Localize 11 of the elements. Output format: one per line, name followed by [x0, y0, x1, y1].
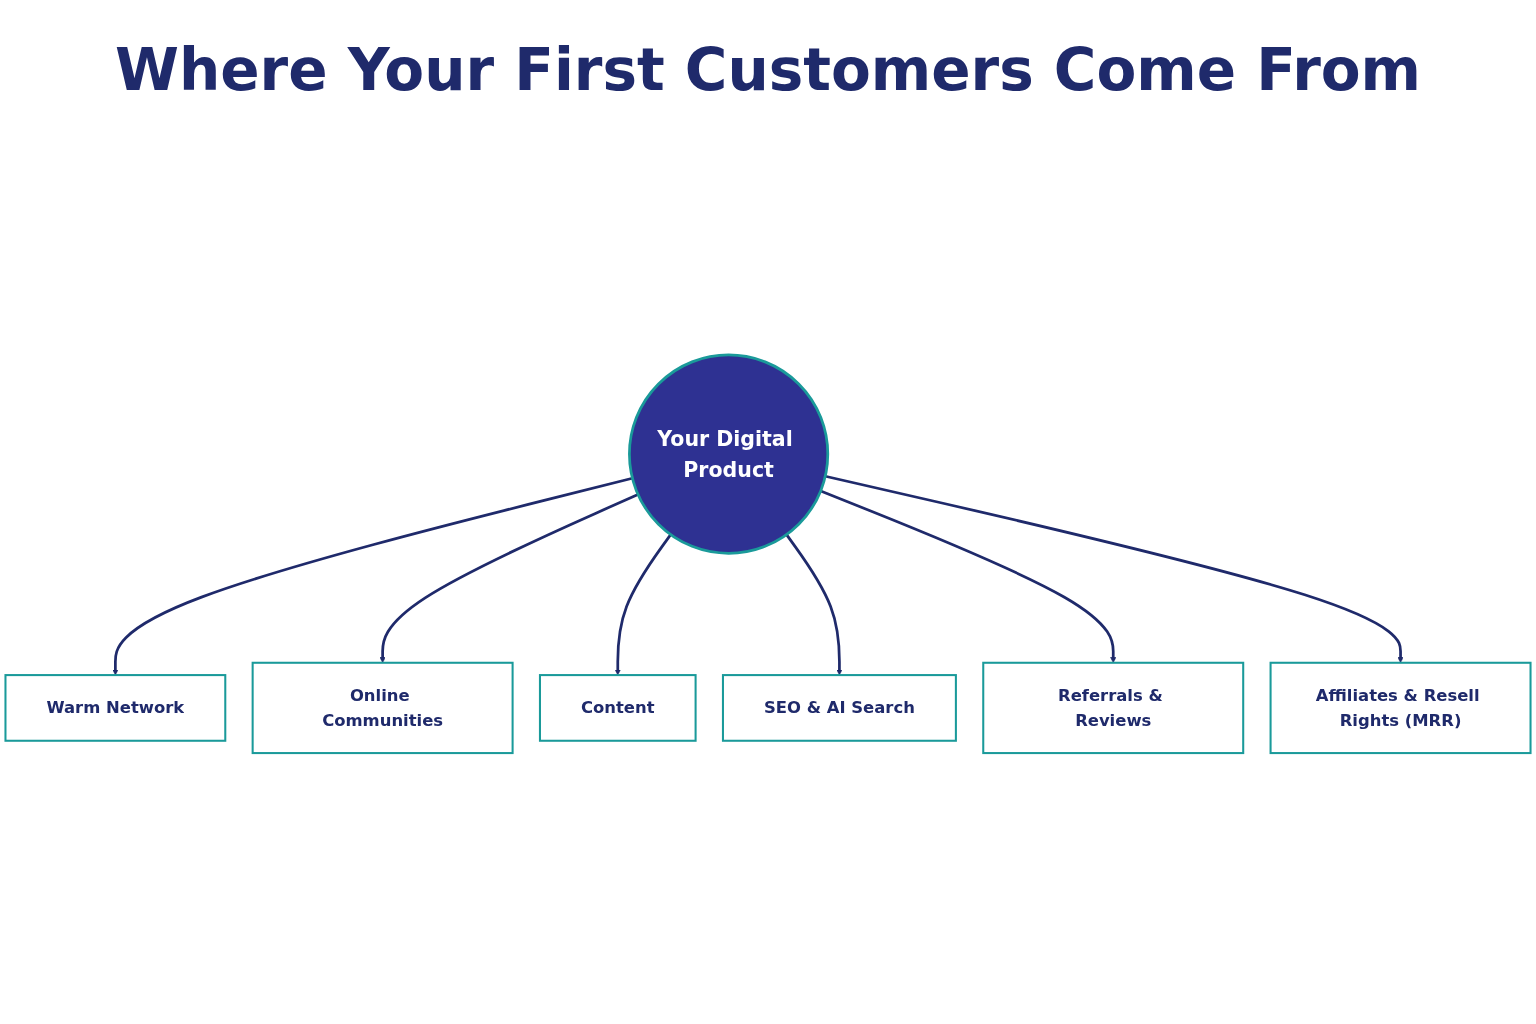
node-box: Warm Network: [4, 674, 227, 742]
arrow: [785, 533, 843, 676]
node-box: Content: [538, 674, 697, 742]
arrow: [112, 476, 633, 676]
title: Where Your First Customers Come From: [113, 35, 1423, 106]
node-box: SEO & AI Search: [721, 674, 957, 742]
node-circle: Your Digital Product: [628, 353, 830, 555]
arrow: [614, 533, 672, 676]
node-box: Referrals & Reviews: [982, 661, 1245, 755]
node-box: Affiliates & Resell Rights (MRR): [1269, 661, 1532, 755]
node-box: Online Communities: [251, 661, 514, 755]
